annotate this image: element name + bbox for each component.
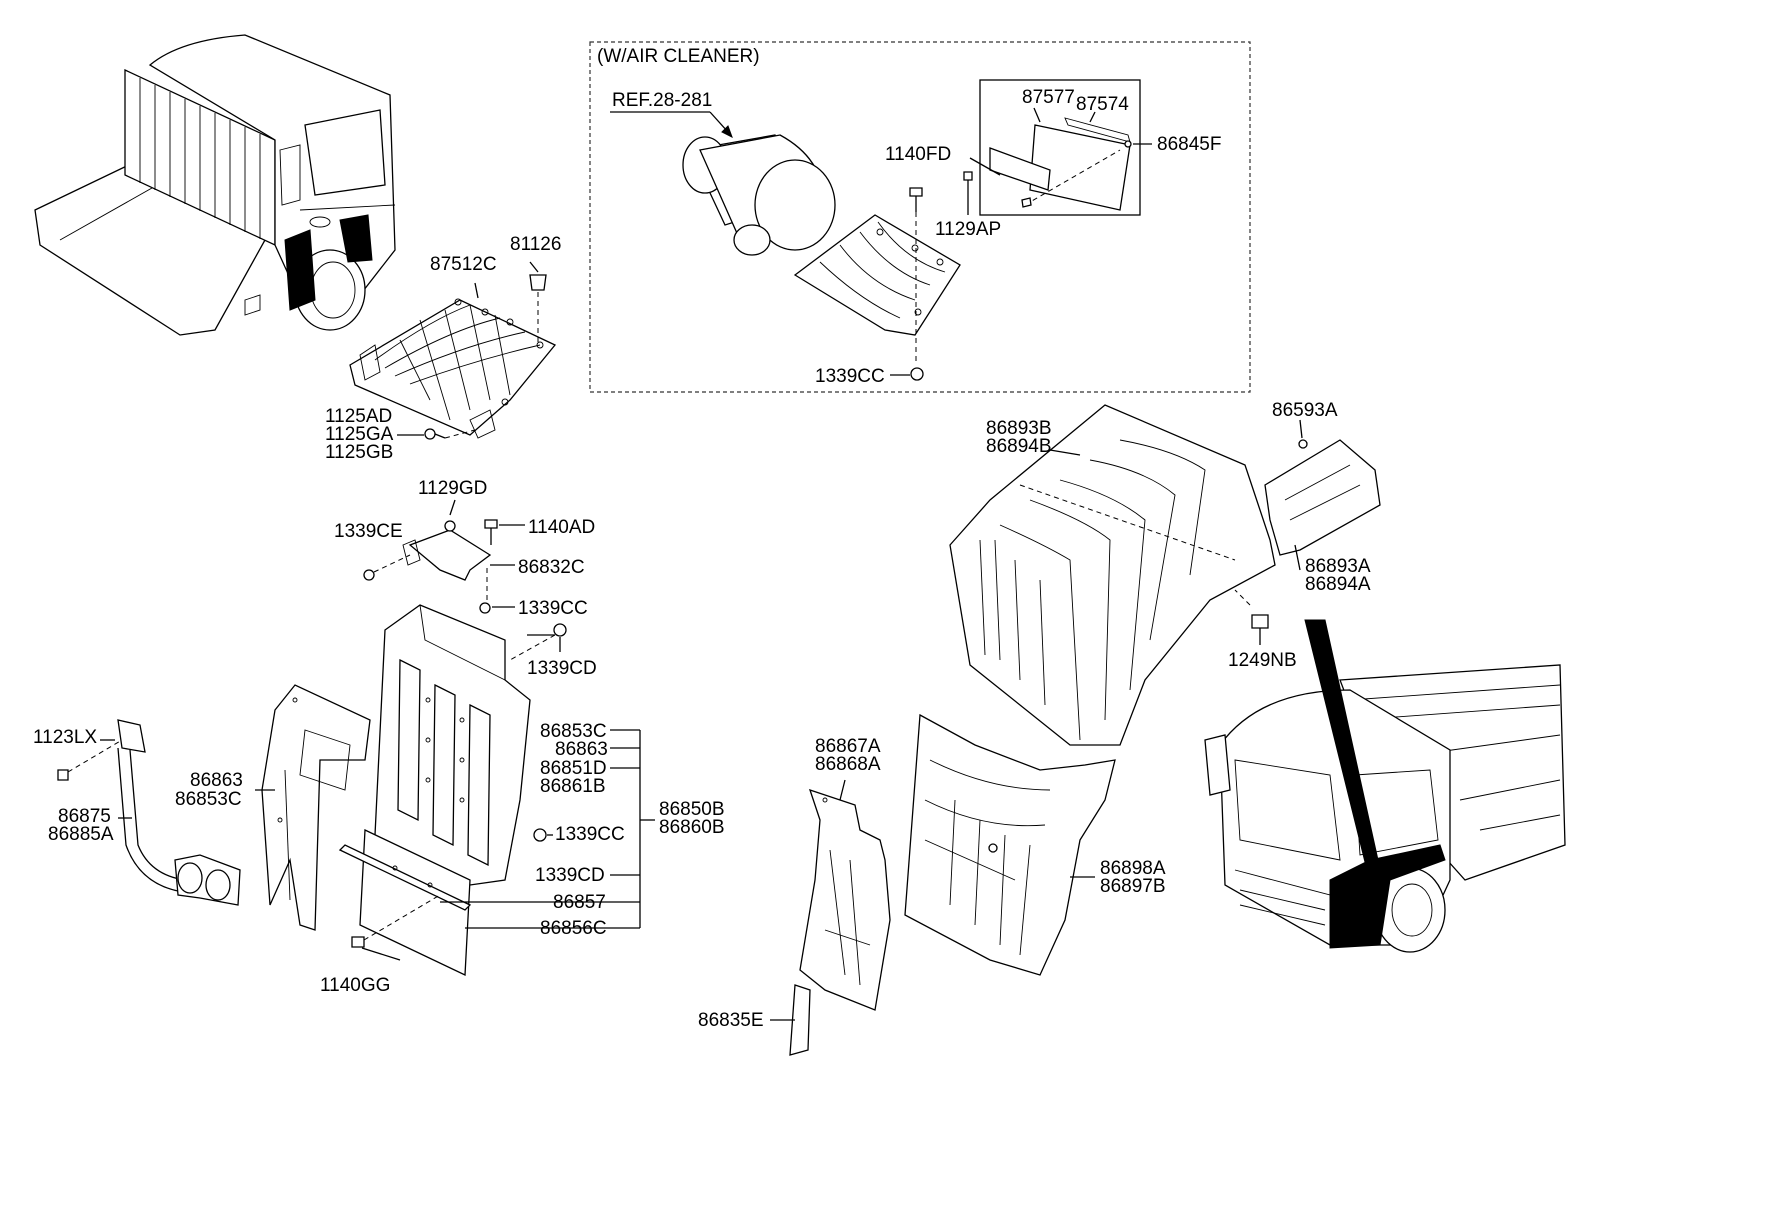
label-87512c: 87512C (430, 254, 497, 275)
label-86894a: 86894A (1305, 574, 1371, 595)
label-1339cc-mid: 1339CC (518, 598, 588, 619)
label-1129ap: 1129AP (935, 219, 1001, 240)
label-86835e: 86835E (698, 1010, 764, 1031)
label-1140gg: 1140GG (320, 975, 390, 996)
label-87577: 87577 (1022, 87, 1075, 108)
strip-86863 (261, 684, 371, 931)
air-cleaner-canister (682, 134, 836, 256)
mudguard-86850b (374, 604, 567, 886)
label-86893b: 86893B (986, 418, 1052, 439)
label-81126: 81126 (510, 234, 561, 255)
stay-86875 (57, 719, 241, 906)
cleaner-cradle (793, 214, 961, 336)
part-labels: (W/AIR CLEANER) REF.28-281 1140FD 87577 … (33, 46, 1371, 1031)
label-1339ce: 1339CE (334, 521, 403, 542)
label-1339cd-top: 1339CD (527, 658, 597, 679)
label-86850b: 86850B (659, 799, 725, 820)
label-1125gb: 1125GB (325, 442, 393, 463)
label-86853c-b: 86853C (175, 789, 242, 810)
label-86832c: 86832C (518, 557, 585, 578)
label-86860b: 86860B (659, 817, 725, 838)
plate-87512c (349, 274, 557, 440)
label-86857: 86857 (553, 892, 606, 913)
label-86853c-a: 86853C (540, 721, 607, 742)
label-1339cc-low: 1339CC (555, 824, 625, 845)
label-86593a: 86593A (1272, 400, 1338, 421)
label-86894b: 86894B (986, 436, 1052, 457)
leader-lines (100, 107, 1303, 1021)
label-86897b: 86897B (1100, 876, 1166, 897)
label-ref-28-281: REF.28-281 (612, 90, 712, 111)
label-1125ad: 1125AD (325, 406, 392, 427)
label-1123lx: 1123LX (33, 727, 97, 748)
label-86863-a: 86863 (555, 739, 608, 760)
label-86867a: 86867A (815, 736, 881, 757)
label-86875: 86875 (58, 806, 111, 827)
label-86885a: 86885A (48, 824, 114, 845)
mudguard-86893b (949, 404, 1381, 746)
label-86861b: 86861B (540, 776, 606, 797)
label-1140ad: 1140AD (528, 517, 595, 538)
guard-86898a (904, 713, 1116, 976)
label-1339cc-top: 1339CC (815, 366, 885, 387)
truck-front-view (1204, 619, 1566, 953)
air-cleaner-callout (589, 41, 1251, 393)
label-1125ga: 1125GA (325, 424, 394, 445)
label-87574: 87574 (1076, 94, 1129, 115)
label-86898a: 86898A (1100, 858, 1166, 879)
label-1140fd: 1140FD (885, 144, 951, 165)
truck-rear-view (34, 34, 396, 336)
label-86868a: 86868A (815, 754, 881, 775)
label-86856c: 86856C (540, 918, 607, 939)
label-1249nb: 1249NB (1228, 650, 1297, 671)
callout-title: (W/AIR CLEANER) (597, 46, 760, 67)
plate-86867a (789, 788, 891, 1056)
flap-86856c (338, 828, 472, 977)
label-86893a: 86893A (1305, 556, 1371, 577)
label-86863-b: 86863 (190, 770, 243, 791)
label-1339cd-low: 1339CD (535, 865, 605, 886)
label-86851d: 86851D (540, 758, 607, 779)
bracket-86832c (363, 499, 525, 614)
label-86845f: 86845F (1157, 134, 1221, 155)
label-1129gd: 1129GD (418, 478, 487, 499)
